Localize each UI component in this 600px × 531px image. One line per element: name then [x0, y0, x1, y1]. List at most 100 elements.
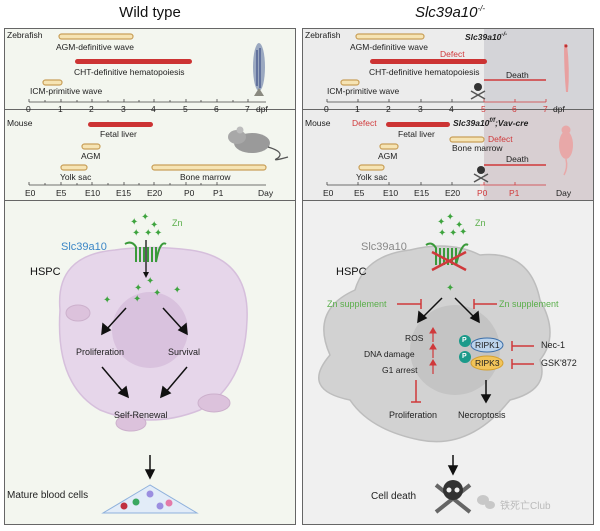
wt-hspc-label: HSPC: [30, 266, 61, 278]
svg-text:✦: ✦: [173, 285, 181, 296]
wt-icm-bar: [42, 79, 63, 86]
wt-mitochondria-icon-2: [197, 393, 231, 413]
ko-mouse-label: Mouse: [305, 118, 331, 128]
ripk3-label: RIPK3: [475, 358, 500, 368]
wt-mouse-label: Mouse: [7, 118, 33, 128]
wt-bone-marrow-label: Bone marrow: [180, 172, 231, 182]
wt-yolk-sac-label: Yolk sac: [60, 172, 92, 182]
dna-damage-label: DNA damage: [364, 349, 415, 359]
purple-cell-2: [156, 502, 164, 510]
ko-cht-bar: [370, 59, 487, 64]
ripk1-label: RIPK1: [475, 340, 500, 350]
wt-bone-marrow-bar: [151, 164, 267, 171]
wt-cht-bar: [75, 59, 192, 64]
wt-cht-label: CHT-definitive hematopoiesis: [74, 67, 185, 77]
ko-zf-defect-label: Defect: [440, 49, 465, 59]
svg-text:✦: ✦: [437, 217, 445, 228]
ko-mouse-defect-label: Defect: [352, 118, 377, 128]
ko-mouse-axis: [326, 182, 546, 186]
svg-text:✦: ✦: [132, 228, 140, 239]
phospho-label-2: P: [462, 353, 467, 360]
ko-zebrafish-death-shade: [484, 29, 593, 109]
svg-text:✦: ✦: [459, 227, 467, 238]
wt-agm-mouse-bar: [81, 143, 101, 150]
up-arrows: [429, 327, 437, 374]
wt-slc39a10-transporter-icon: [124, 241, 167, 263]
svg-text:✦: ✦: [134, 283, 142, 294]
wt-proliferation-label: Proliferation: [76, 347, 125, 357]
wt-zn-label: Zn: [172, 218, 183, 228]
ko-proliferation-label: Proliferation: [389, 410, 438, 420]
ko-zf-death-label: Death: [506, 70, 529, 80]
svg-text:✦: ✦: [130, 217, 138, 228]
ko-icm-label: ICM-primitive wave: [327, 86, 400, 96]
wt-zebrafish-label: Zebrafish: [7, 30, 43, 40]
wt-agm-bar: [58, 33, 134, 40]
svg-text:✦: ✦: [446, 212, 454, 223]
red-blood-cell: [120, 502, 128, 510]
wt-agm-mouse-label: AGM: [81, 151, 101, 161]
phospho-label-1: P: [462, 337, 467, 344]
svg-text:✦: ✦: [438, 228, 446, 239]
wt-survival-label: Survival: [168, 347, 201, 357]
svg-text:✦: ✦: [146, 276, 154, 287]
wt-zn-stars: ✦✦✦✦✦✦ ✦✦✦✦✦✦: [103, 212, 181, 306]
cell-death-label: Cell death: [371, 491, 417, 502]
wt-mitochondria-icon-3: [115, 414, 147, 432]
blocked-x-icon: [431, 250, 467, 272]
wt-mitochondria-icon: [65, 304, 91, 322]
ko-zebrafish-label: Zebrafish: [305, 30, 341, 40]
ko-mouse-icon: [559, 125, 573, 176]
phospho-icon-1: [459, 335, 471, 347]
ko-fetal-liver-bar: [386, 122, 450, 127]
wt-fetal-liver-label: Fetal liver: [100, 129, 137, 139]
ko-zebrafish-icon: [564, 44, 569, 92]
svg-text:✦: ✦: [144, 228, 152, 239]
ko-hspc-label: HSPC: [336, 266, 367, 278]
pink-cell: [165, 499, 173, 507]
wt-fetal-liver-bar: [88, 122, 153, 127]
svg-text:✦: ✦: [133, 294, 141, 305]
ko-agm-mouse-bar: [379, 143, 399, 150]
ko-agm-bar: [355, 33, 425, 40]
ripk3-oval: [470, 355, 504, 371]
svg-text:✦: ✦: [446, 283, 454, 294]
wt-self-renewal-label: Self-Renewal: [114, 410, 168, 420]
mature-blood-cells-label: Mature blood cells: [7, 490, 89, 501]
wt-icm-label: ICM-primitive wave: [30, 86, 103, 96]
wt-zebrafish-axis: [28, 99, 266, 103]
ko-fetal-liver-label: Fetal liver: [398, 129, 435, 139]
phospho-icon-2: [459, 351, 471, 363]
wt-agm-label: AGM-definitive wave: [56, 42, 134, 52]
ros-label: ROS: [405, 333, 424, 343]
nec1-label: Nec-1: [541, 340, 566, 350]
ko-cht-label: CHT-definitive hematopoiesis: [369, 67, 480, 77]
svg-text:✦: ✦: [141, 212, 149, 223]
svg-text:✦: ✦: [153, 288, 161, 299]
zn-supplement-left-label: Zn supplement: [327, 299, 387, 309]
gsk872-label: GSK'872: [541, 358, 577, 368]
necroptosis-label: Necroptosis: [458, 410, 506, 420]
svg-text:✦: ✦: [449, 228, 457, 239]
purple-cell: [146, 490, 154, 498]
zebrafish-icon: [253, 43, 265, 96]
ko-yolk-sac-label: Yolk sac: [356, 172, 388, 182]
knockout-title: Slc39a10-/-: [414, 4, 486, 21]
ko-bm-defect-label: Defect: [488, 134, 513, 144]
skull-icon-zebrafish: [470, 83, 486, 100]
ko-slc39a10-label: Slc39a10: [361, 241, 407, 253]
svg-text:✦: ✦: [154, 228, 162, 239]
svg-text:✦: ✦: [150, 220, 158, 231]
zn-supplement-right-label: Zn supplement: [499, 299, 559, 309]
ko-zebrafish-genotype: Slc39a10-/-: [465, 32, 508, 42]
wild-type-title: Wild type: [119, 4, 181, 21]
skull-icon-mouse: [473, 166, 489, 183]
mouse-icon: [228, 126, 289, 161]
ripk-inhibitors: [511, 341, 534, 369]
ko-zebrafish-axis: [326, 99, 547, 103]
ko-yolk-sac-bar: [358, 164, 385, 171]
green-cell: [132, 498, 140, 506]
ko-zn-label: Zn: [475, 218, 486, 228]
wt-arrows: [101, 307, 188, 480]
